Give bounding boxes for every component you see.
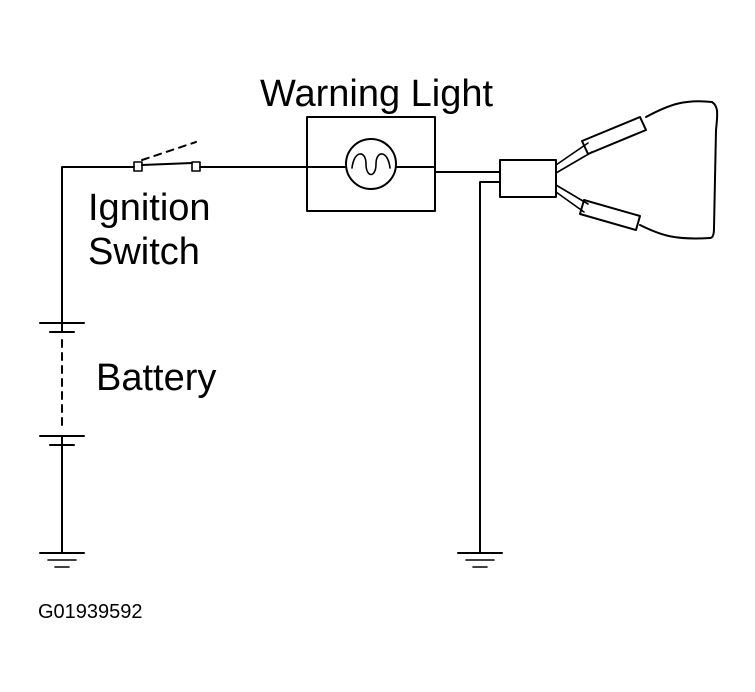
connector-block — [499, 159, 557, 198]
connector-ground-symbol — [457, 552, 503, 568]
upper-sensor-probe — [581, 100, 713, 155]
battery-ground-symbol — [39, 552, 85, 568]
bulb-icon — [345, 138, 397, 190]
battery-symbol — [39, 322, 85, 554]
ignition-label-line1: Ignition — [88, 187, 211, 229]
connector-upper-wires — [555, 142, 593, 174]
warning-light-label: Warning Light — [260, 73, 493, 115]
battery-label: Battery — [96, 357, 216, 399]
warning-light-box — [306, 116, 436, 212]
lower-sensor-probe — [579, 199, 711, 240]
probe-loop-wire — [709, 101, 719, 239]
ignition-switch-symbol — [133, 141, 201, 172]
battery-positive-wire — [61, 166, 135, 333]
figure-id-label: G01939592 — [38, 601, 143, 623]
connector-ground-wire — [479, 181, 501, 554]
ignition-label-line2: Switch — [88, 231, 200, 273]
connector-lower-wires — [555, 184, 589, 213]
